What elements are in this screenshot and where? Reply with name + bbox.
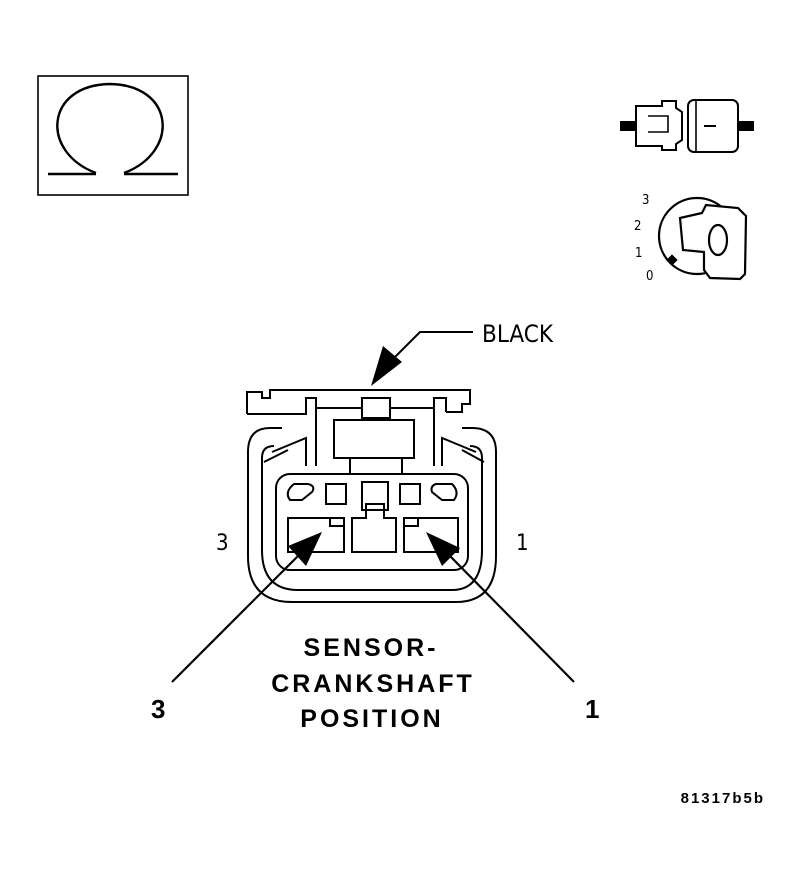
ignition-position-1: 1: [635, 246, 642, 261]
disconnected-connector-icon: [620, 99, 754, 153]
pin-callout-left: 3: [151, 694, 165, 724]
pin-3-arrowhead: [288, 532, 322, 566]
cavity-number-left: 3: [216, 531, 229, 556]
connector-face: [246, 389, 497, 603]
color-leader-arrowhead: [371, 346, 402, 386]
cavity-number-right: 1: [516, 531, 529, 556]
pin-3-leader-line: [171, 553, 301, 683]
component-name: SENSOR- CRANKSHAFT POSITION: [271, 634, 475, 733]
ignition-position-0: 0: [646, 269, 653, 284]
component-name-line-1: SENSOR-: [304, 634, 439, 662]
pin-1-leader-line: [449, 555, 575, 683]
ohm-meter-icon: [37, 75, 189, 196]
ignition-position-2: 2: [634, 219, 641, 234]
color-leader-line: [389, 331, 473, 363]
ignition-position-3: 3: [642, 193, 649, 208]
pin-1-arrowhead: [426, 532, 460, 566]
pin-callout-right: 1: [585, 694, 599, 724]
figure-id: 81317b5b: [681, 790, 765, 807]
component-name-line-2: CRANKSHAFT: [271, 670, 475, 698]
connector-color-label: BLACK: [482, 320, 554, 348]
ignition-key-icon: 3 2 1 0: [634, 193, 748, 284]
component-name-line-3: POSITION: [300, 705, 443, 733]
